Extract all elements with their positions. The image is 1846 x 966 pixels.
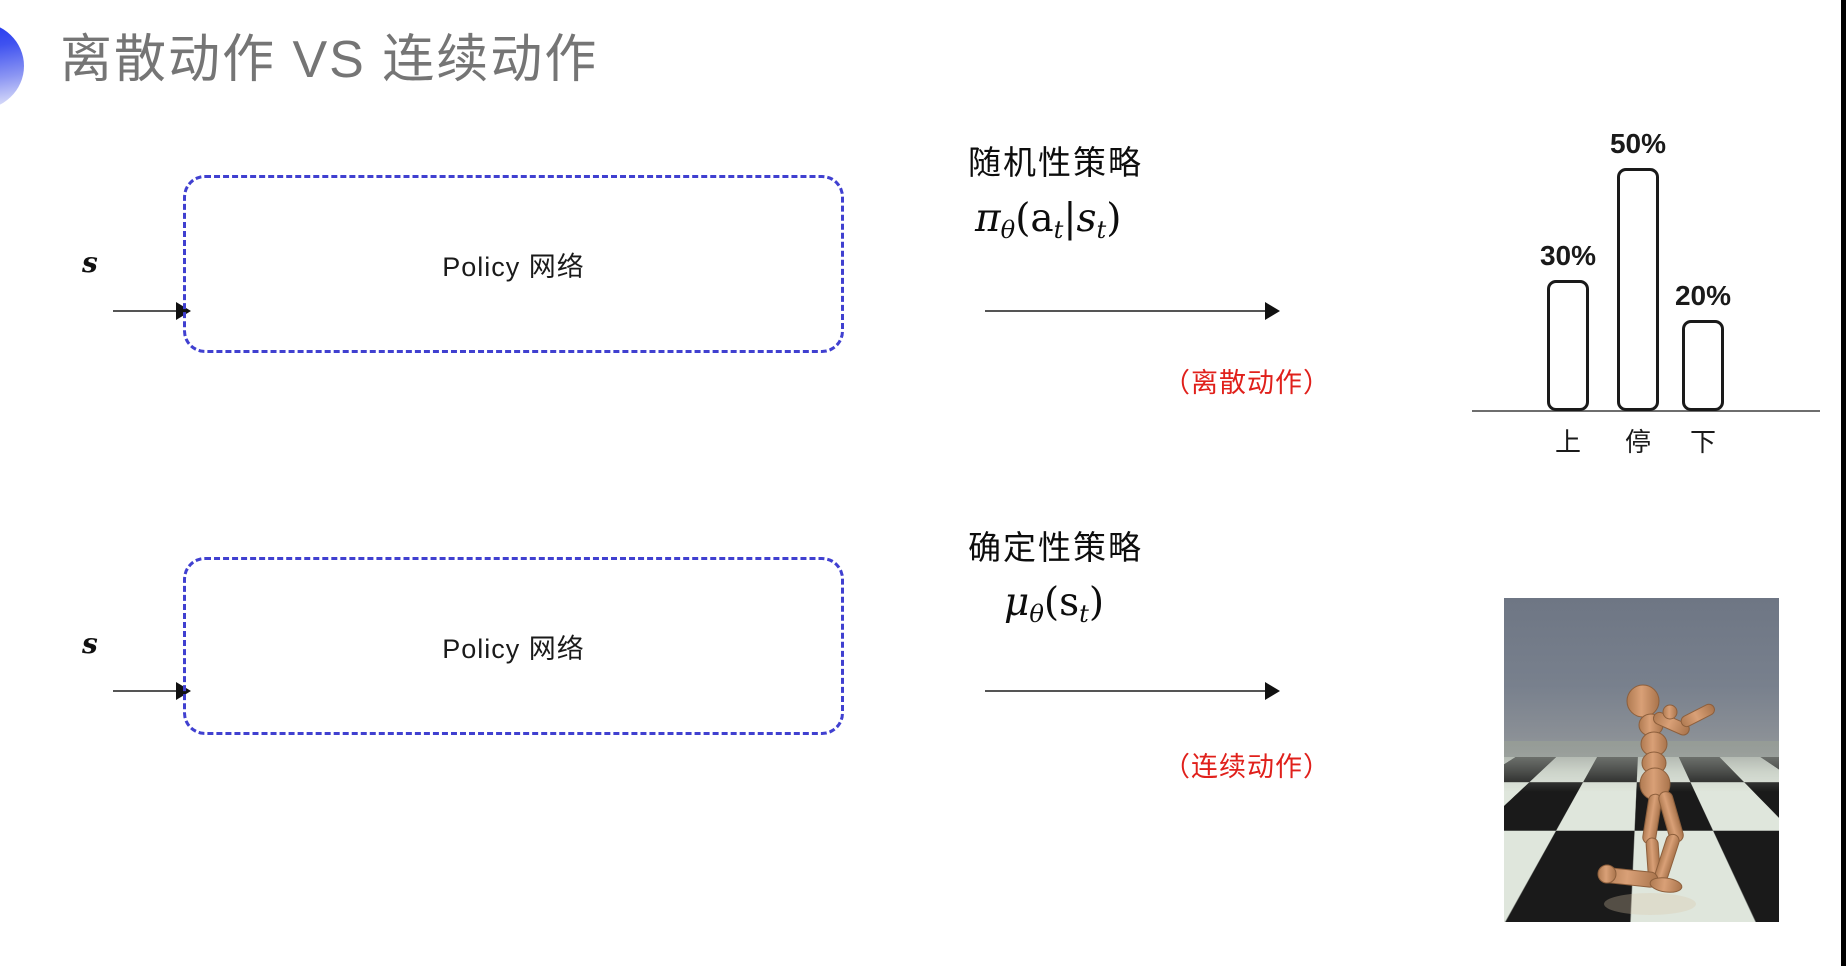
humanoid-figure-icon [1597,684,1715,915]
formula-tail-row2: ) [1088,580,1105,625]
policy-network-label-row1: Policy 网络 [442,251,585,282]
formula-head-row1: π [975,196,1001,241]
formula-body-sub-row2: t [1079,599,1089,628]
bar-value-stop: 50% [1609,128,1667,159]
policy-network-label-row2: Policy 网络 [442,633,585,664]
policy-note-row2: （连续动作） [1163,752,1331,782]
output-arrow-head-row2 [1265,682,1280,700]
chart-baseline [1472,410,1820,412]
formula-head-sub-row2: θ [1029,599,1044,628]
policy-note-row1: （离散动作） [1163,368,1331,398]
state-input-label-row1: s [82,246,98,279]
formula-tail-row1: ) [1106,196,1122,241]
formula-mid-sub-row1: t [1096,215,1107,244]
output-arrow-head-row1 [1265,302,1280,320]
humanoid-simulation-image [1504,598,1779,922]
bar-up [1547,280,1589,411]
policy-kind-label-row1: 随机性策略 [968,144,1143,181]
formula-mid-row1: |s [1063,196,1097,241]
bar-category-down: 下 [1689,427,1716,457]
policy-formula-row1: πθ(at|st) [975,196,1121,244]
title-accent-shape-icon [0,22,24,110]
bar-value-up: 30% [1539,240,1597,271]
policy-formula-row2: μθ(st) [1004,580,1104,628]
bar-stop [1617,168,1659,411]
state-input-label-row2: s [82,627,98,660]
policy-network-box-row1[interactable]: Policy 网络 [183,175,844,353]
bar-category-up: 上 [1554,427,1581,457]
bar-category-stop: 停 [1624,427,1651,457]
slide-right-border [1841,0,1846,966]
policy-network-box-row2[interactable]: Policy 网络 [183,557,844,735]
input-arrow-line-row1 [113,310,181,312]
bar-down [1682,320,1724,411]
bar-value-down: 20% [1674,280,1732,311]
formula-body-row2: (s [1043,580,1080,625]
page-title: 离散动作 VS 连续动作 [60,31,599,89]
policy-kind-label-row2: 确定性策略 [968,529,1143,566]
output-arrow-line-row2 [985,690,1274,692]
action-probability-chart: 30% 上 50% 停 20% 下 [1460,95,1830,457]
formula-body-row1: (a [1015,196,1054,241]
formula-head-row2: μ [1004,580,1030,625]
input-arrow-line-row2 [113,690,181,692]
output-arrow-line-row1 [985,310,1274,312]
formula-body-sub-row1: t [1053,215,1064,244]
formula-head-sub-row1: θ [1000,215,1016,244]
